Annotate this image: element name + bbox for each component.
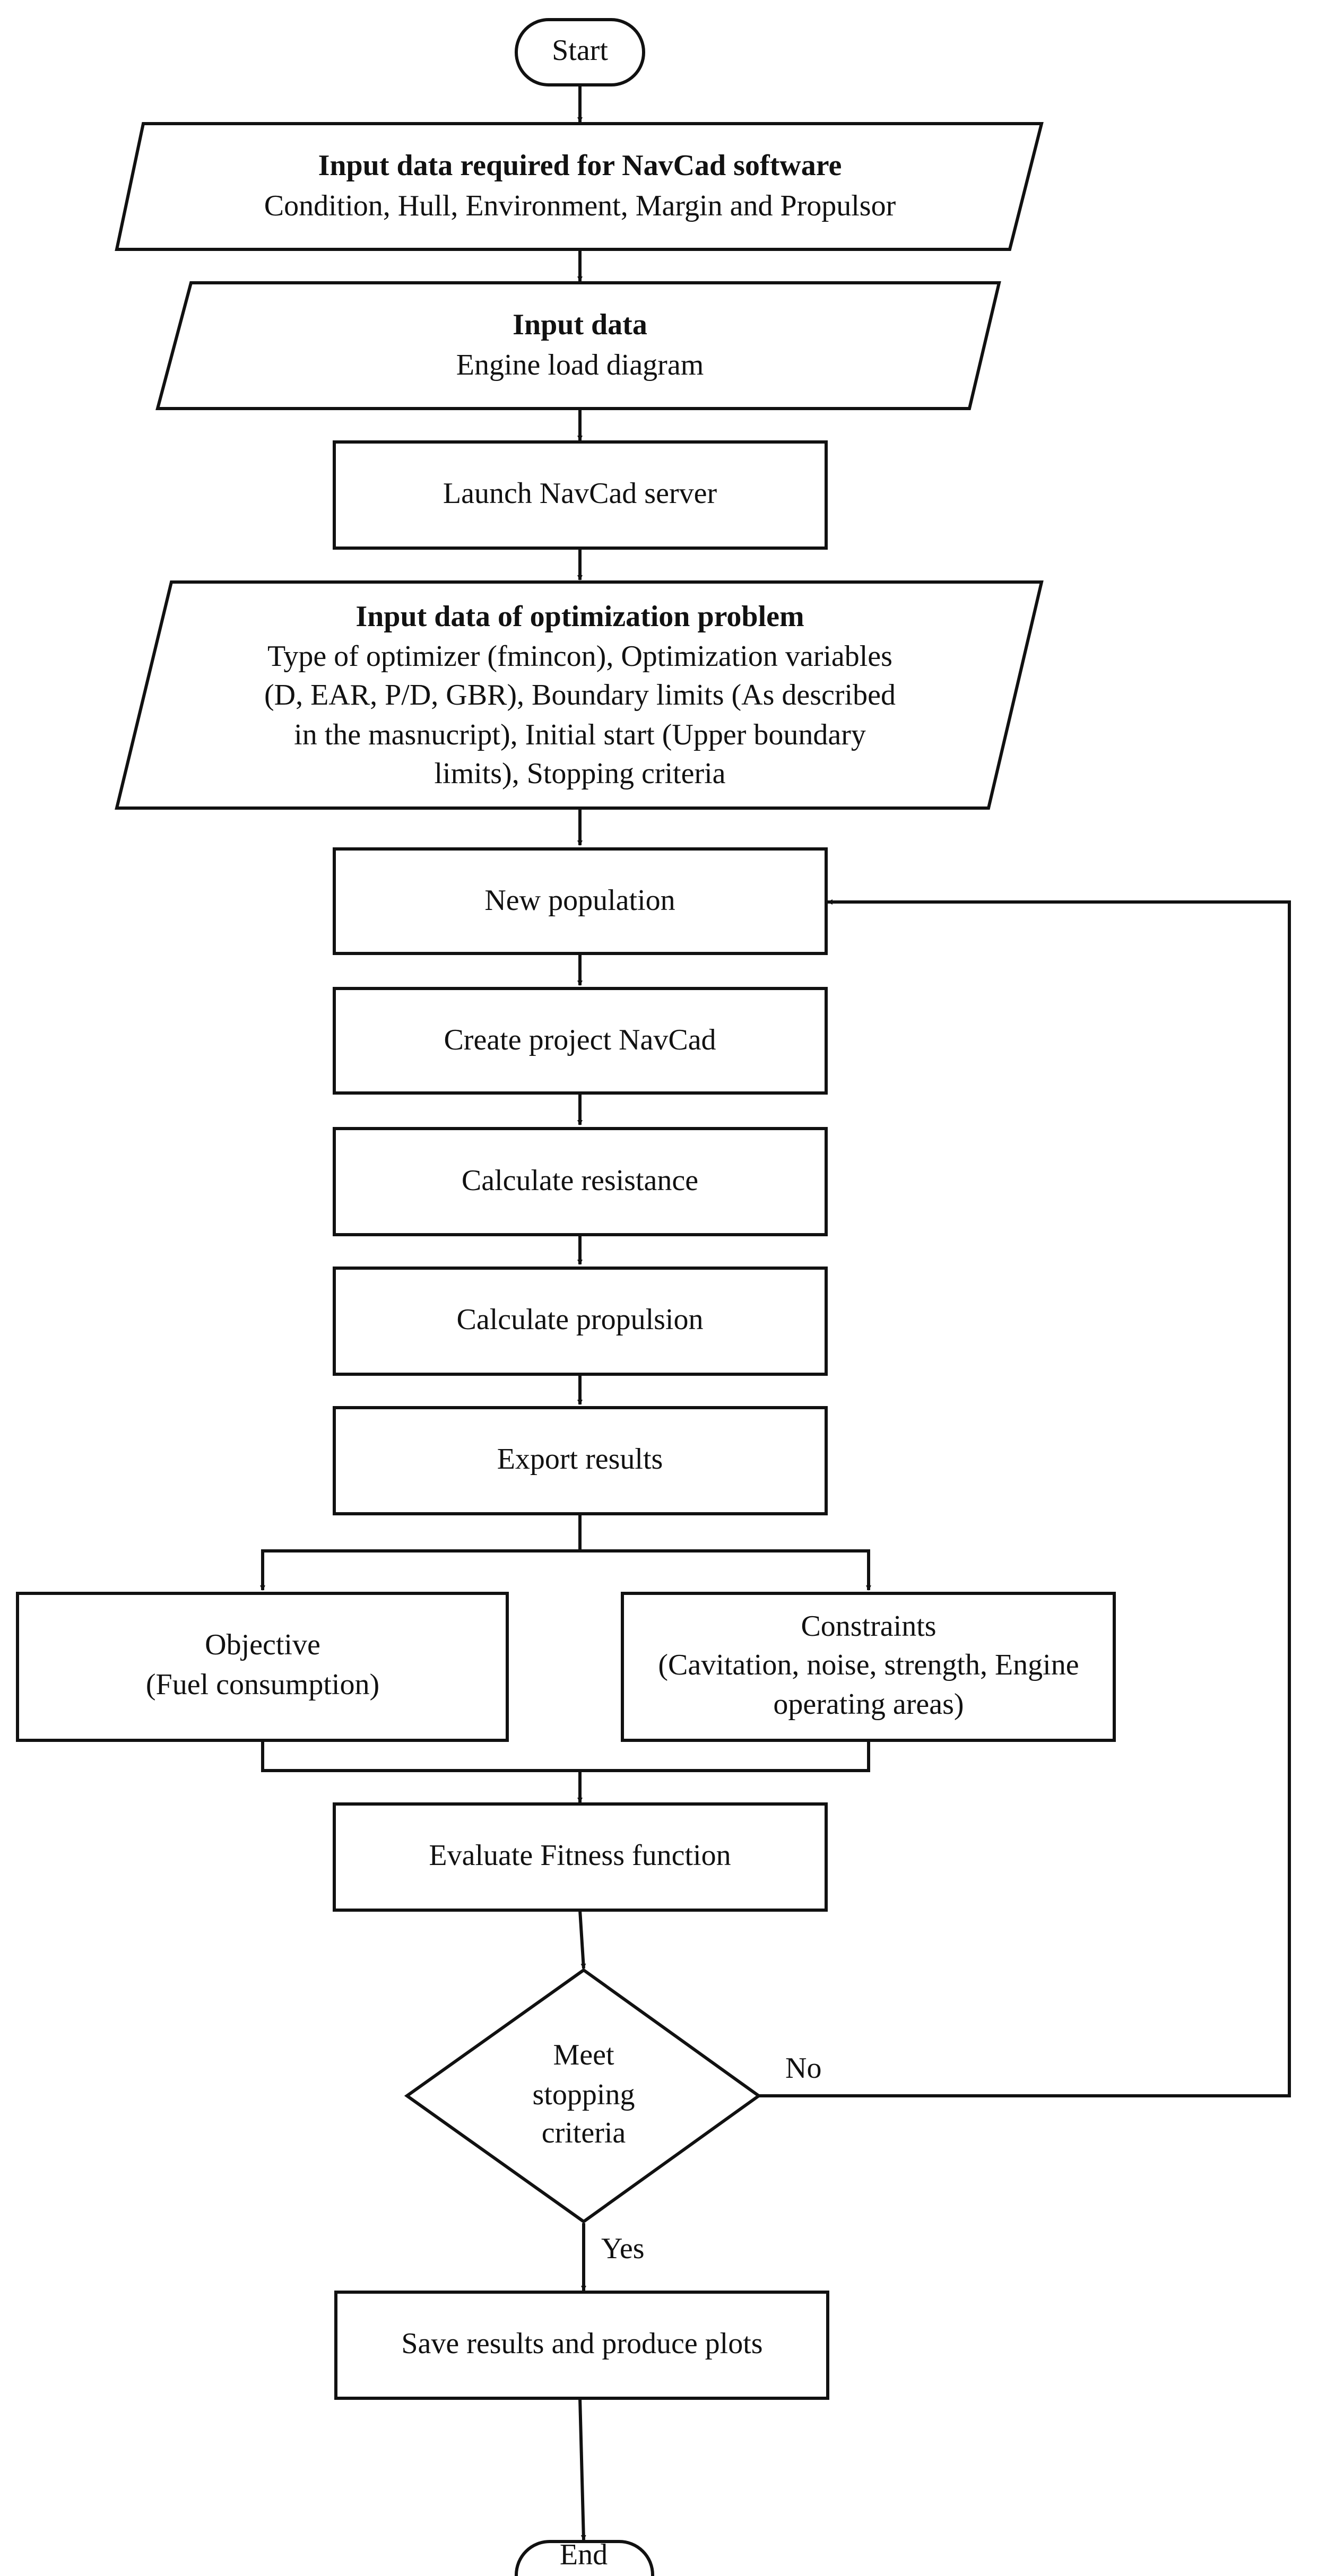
arrow-fitness-to-decision <box>578 1910 586 1969</box>
end-node: End <box>515 2540 654 2576</box>
no-label: No <box>785 2052 821 2085</box>
optimization-input-line: limits), Stopping criteria <box>434 757 725 790</box>
merge-line <box>261 1740 870 1772</box>
calc-propulsion-node: Calculate propulsion <box>333 1267 828 1376</box>
input-engine-detail: Engine load diagram <box>456 349 704 381</box>
calc-resistance-node: Calculate resistance <box>333 1127 828 1236</box>
optimization-input-line: Type of optimizer (fmincon), Optimizatio… <box>267 640 892 673</box>
decision-node: Meet stopping criteria <box>404 1968 762 2224</box>
decision-line: stopping <box>533 2078 635 2111</box>
export-results-node: Export results <box>333 1406 828 1515</box>
start-node: Start <box>515 18 645 86</box>
calc-resistance-label: Calculate resistance <box>462 1164 698 1197</box>
objective-title: Objective <box>205 1628 320 1661</box>
optimization-input-node: Input data of optimization problem Type … <box>115 580 1044 810</box>
decision-line: Meet <box>553 2039 614 2071</box>
create-project-label: Create project NavCad <box>444 1024 716 1056</box>
input-engine-title: Input data <box>513 308 647 341</box>
launch-server-node: Launch NavCad server <box>333 440 828 550</box>
input-engine-node: Input data Engine load diagram <box>155 281 1001 410</box>
end-text: End <box>560 2538 608 2571</box>
evaluate-fitness-node: Evaluate Fitness function <box>333 1802 828 1912</box>
decision-line: criteria <box>542 2117 626 2149</box>
constraints-node: Constraints (Cavitation, noise, strength… <box>621 1592 1116 1742</box>
evaluate-fitness-label: Evaluate Fitness function <box>429 1839 731 1872</box>
yes-label: Yes <box>601 2232 644 2265</box>
launch-server-label: Launch NavCad server <box>443 477 717 510</box>
objective-detail: (Fuel consumption) <box>146 1668 379 1701</box>
start-label: Start <box>552 34 608 67</box>
create-project-node: Create project NavCad <box>333 987 828 1095</box>
loop-back-line <box>759 899 1291 2097</box>
arrow-save-to-end <box>578 2398 586 2540</box>
constraints-title: Constraints <box>801 1610 936 1643</box>
connectors <box>260 85 1291 2540</box>
save-results-node: Save results and produce plots <box>334 2291 829 2400</box>
optimization-input-line: (D, EAR, P/D, GBR), Boundary limits (As … <box>264 679 896 712</box>
constraints-detail: (Cavitation, noise, strength, Engine <box>658 1649 1079 1681</box>
input-navcad-title: Input data required for NavCad software <box>318 149 842 182</box>
save-results-label: Save results and produce plots <box>401 2327 762 2360</box>
split-line <box>263 1514 582 1552</box>
input-navcad-detail: Condition, Hull, Environment, Margin and… <box>264 189 896 222</box>
objective-node: Objective (Fuel consumption) <box>16 1592 509 1742</box>
export-results-label: Export results <box>497 1443 663 1476</box>
calc-propulsion-label: Calculate propulsion <box>456 1303 703 1336</box>
optimization-input-title: Input data of optimization problem <box>355 600 804 633</box>
input-navcad-node: Input data required for NavCad software … <box>115 122 1044 251</box>
constraints-detail: operating areas) <box>773 1688 964 1721</box>
optimization-input-line: in the masnucript), Initial start (Upper… <box>294 718 866 751</box>
new-population-label: New population <box>484 884 675 917</box>
new-population-node: New population <box>333 847 828 955</box>
